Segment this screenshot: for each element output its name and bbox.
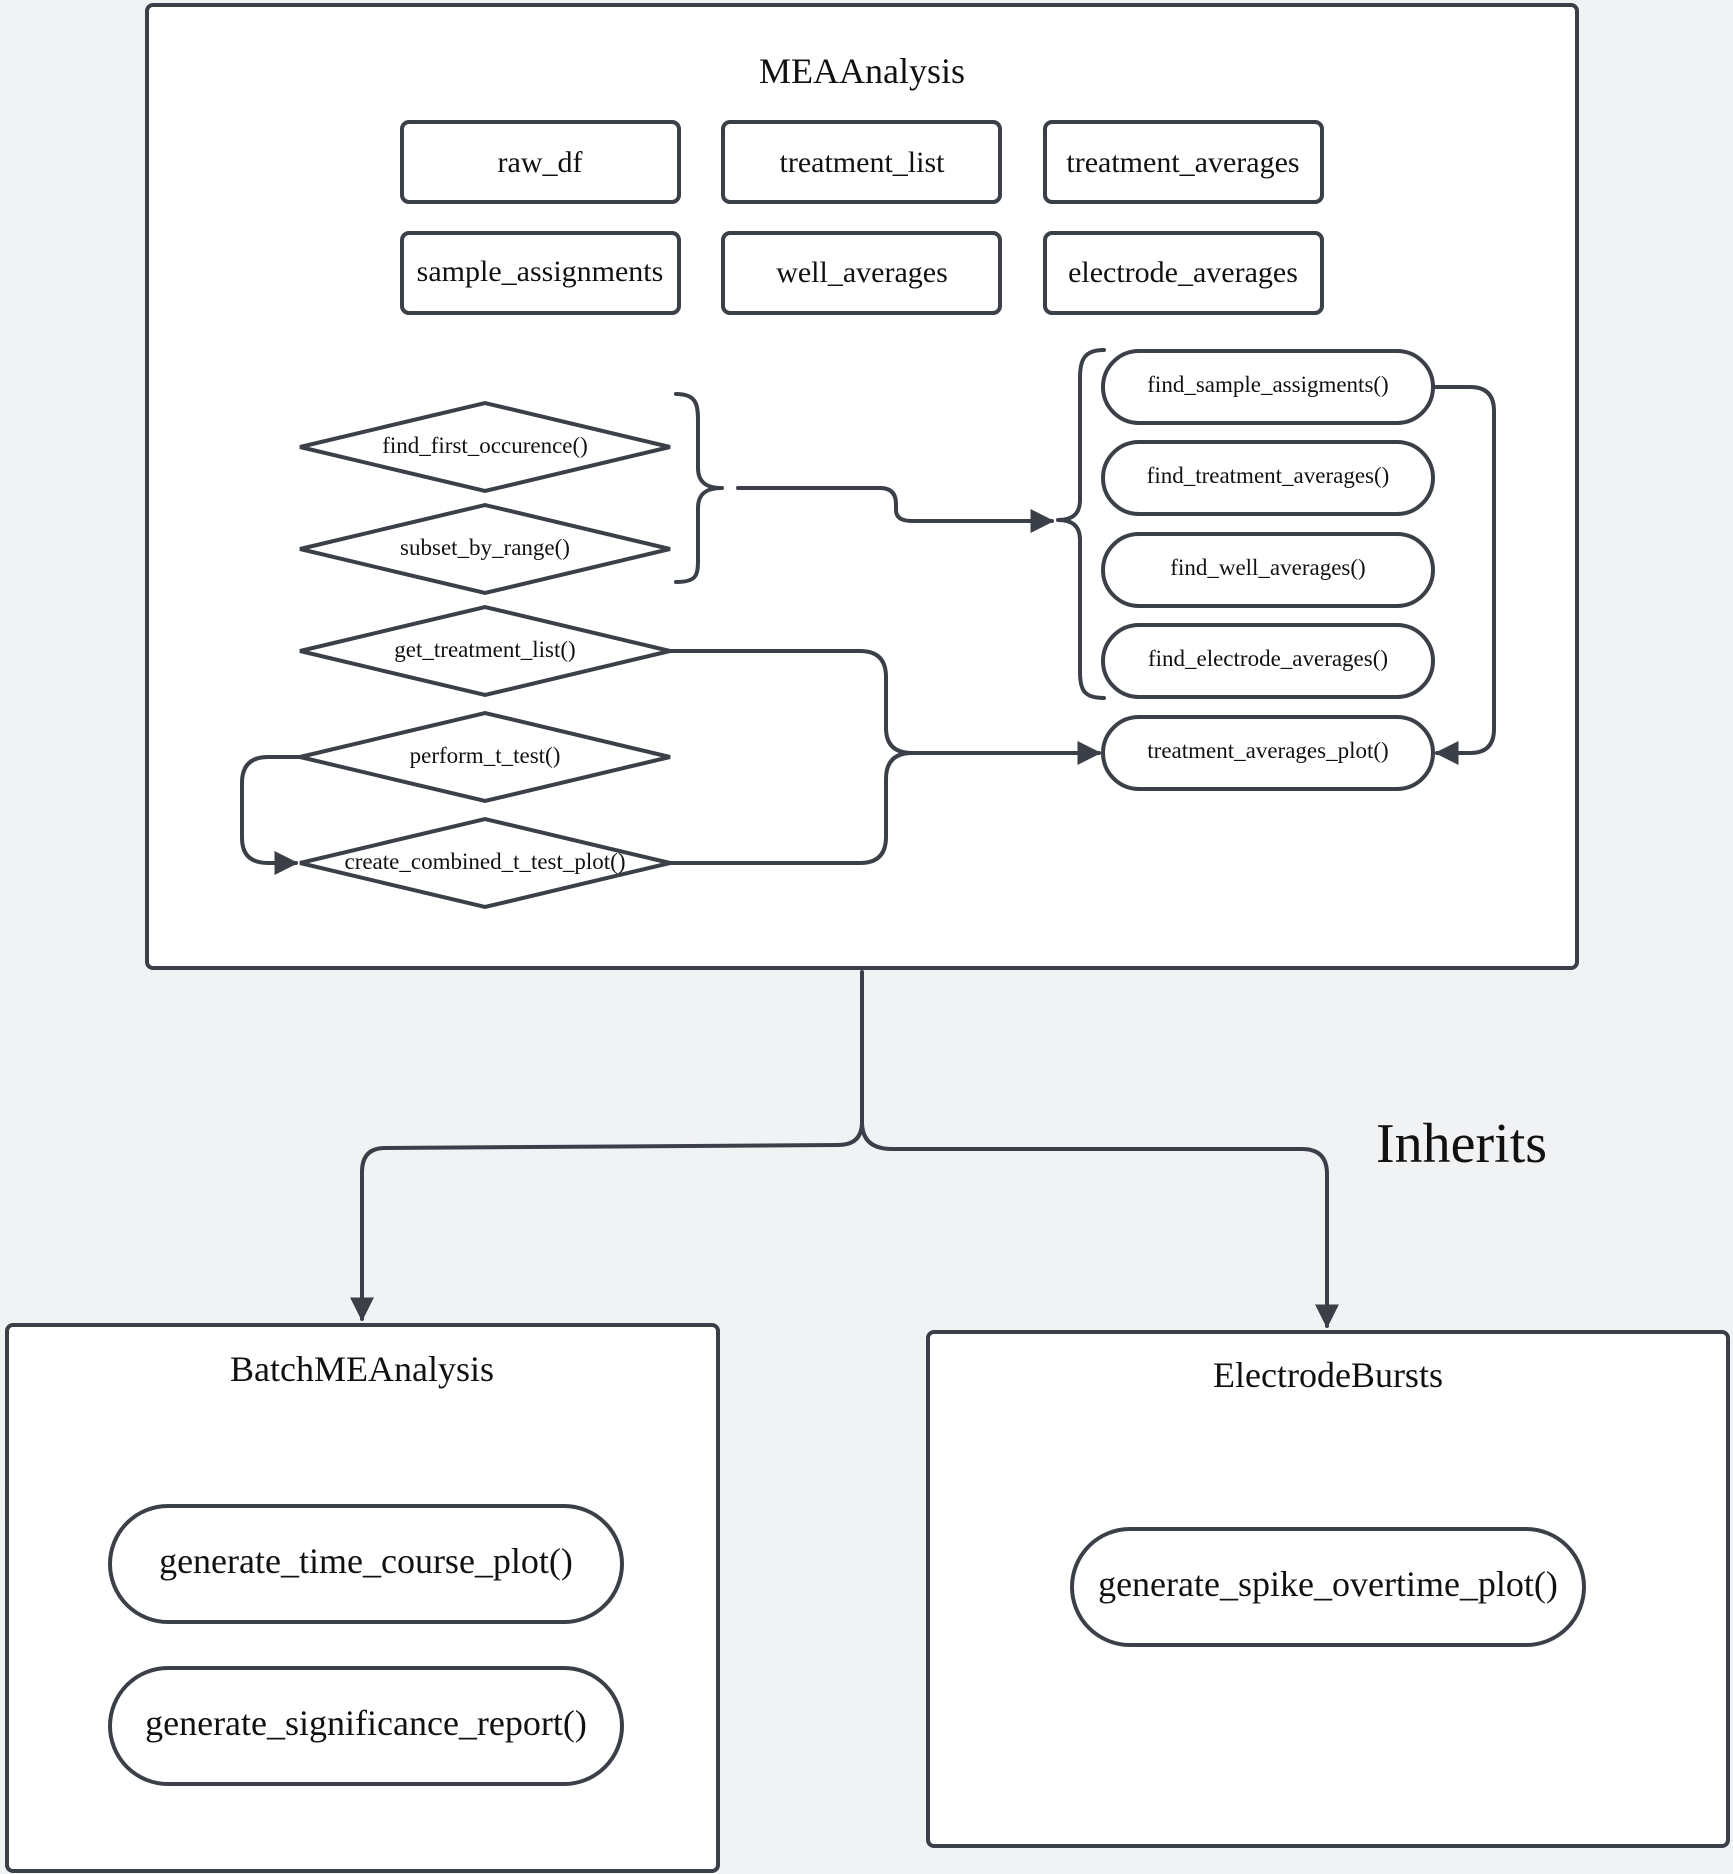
method-find-treatment-averages: find_treatment_averages() (1101, 440, 1435, 516)
attribute-electrode-averages: electrode_averages (1043, 231, 1324, 315)
method-generate-time-course-plot: generate_time_course_plot() (108, 1504, 624, 1624)
method-generate-significance-report: generate_significance_report() (108, 1666, 624, 1786)
inherits-label: Inherits (1376, 1113, 1547, 1175)
right-brace (1056, 348, 1106, 700)
method-label: treatment_averages_plot() (1147, 738, 1388, 763)
attribute-label: sample_assignments (417, 255, 664, 288)
method-treatment-averages-plot: treatment_averages_plot() (1101, 715, 1435, 791)
method-label: find_treatment_averages() (1147, 463, 1390, 488)
method-label: perform_t_test() (410, 743, 561, 768)
batch-mea-analysis-title: BatchMEAnalysis (230, 1349, 494, 1389)
method-generate-spike-overtime-plot: generate_spike_overtime_plot() (1070, 1527, 1586, 1647)
method-find-well-averages: find_well_averages() (1101, 532, 1435, 608)
method-label: generate_spike_overtime_plot() (1098, 1564, 1558, 1604)
method-label: generate_significance_report() (145, 1703, 587, 1743)
batch-mea-analysis-class: BatchMEAnalysis generate_time_course_plo… (5, 1323, 720, 1873)
method-label: subset_by_range() (400, 535, 570, 560)
method-find-electrode-averages: find_electrode_averages() (1101, 623, 1435, 699)
get-treatment-list-connector (668, 649, 914, 755)
attribute-raw-df: raw_df (400, 120, 681, 204)
method-label: find_electrode_averages() (1148, 646, 1388, 671)
method-subset-by-range: subset_by_range() (299, 502, 671, 596)
method-label: create_combined_t_test_plot() (344, 849, 625, 874)
method-find-sample-assigments: find_sample_assigments() (1101, 349, 1435, 425)
attribute-label: raw_df (498, 146, 583, 179)
method-label: find_well_averages() (1170, 555, 1365, 580)
inherit-arrow-batch (350, 1120, 864, 1322)
method-get-treatment-list: get_treatment_list() (299, 604, 671, 698)
method-label: get_treatment_list() (394, 637, 575, 662)
attribute-treatment-list: treatment_list (721, 120, 1002, 204)
attribute-label: well_averages (776, 256, 948, 289)
method-perform-t-test: perform_t_test() (299, 710, 671, 804)
mea-analysis-class: MEAAnalysis raw_df treatment_list treatm… (145, 3, 1579, 970)
electrode-bursts-title: ElectrodeBursts (1213, 1355, 1443, 1395)
inheritance-connectors (350, 970, 1339, 1329)
left-brace (674, 392, 724, 584)
attribute-sample-assignments: sample_assignments (400, 231, 681, 315)
attribute-label: treatment_averages (1066, 146, 1299, 179)
sample-assigments-to-plot-arrow (1431, 385, 1496, 765)
combined-plot-connector (668, 751, 914, 865)
attribute-label: electrode_averages (1068, 256, 1298, 289)
inherit-arrow-bursts (860, 1120, 1339, 1329)
method-find-first-occurence: find_first_occurence() (299, 400, 671, 494)
electrode-bursts-class: ElectrodeBursts generate_spike_overtime_… (926, 1330, 1730, 1848)
attribute-well-averages: well_averages (721, 231, 1002, 315)
brace-to-group-arrow (736, 486, 1055, 533)
method-label: find_first_occurence() (382, 433, 588, 458)
method-label: find_sample_assigments() (1147, 372, 1388, 397)
attribute-treatment-averages: treatment_averages (1043, 120, 1324, 204)
method-label: generate_time_course_plot() (159, 1541, 573, 1581)
attribute-label: treatment_list (780, 146, 946, 179)
mea-analysis-title: MEAAnalysis (759, 51, 965, 91)
t-test-to-combined-plot-arrow (240, 755, 302, 875)
